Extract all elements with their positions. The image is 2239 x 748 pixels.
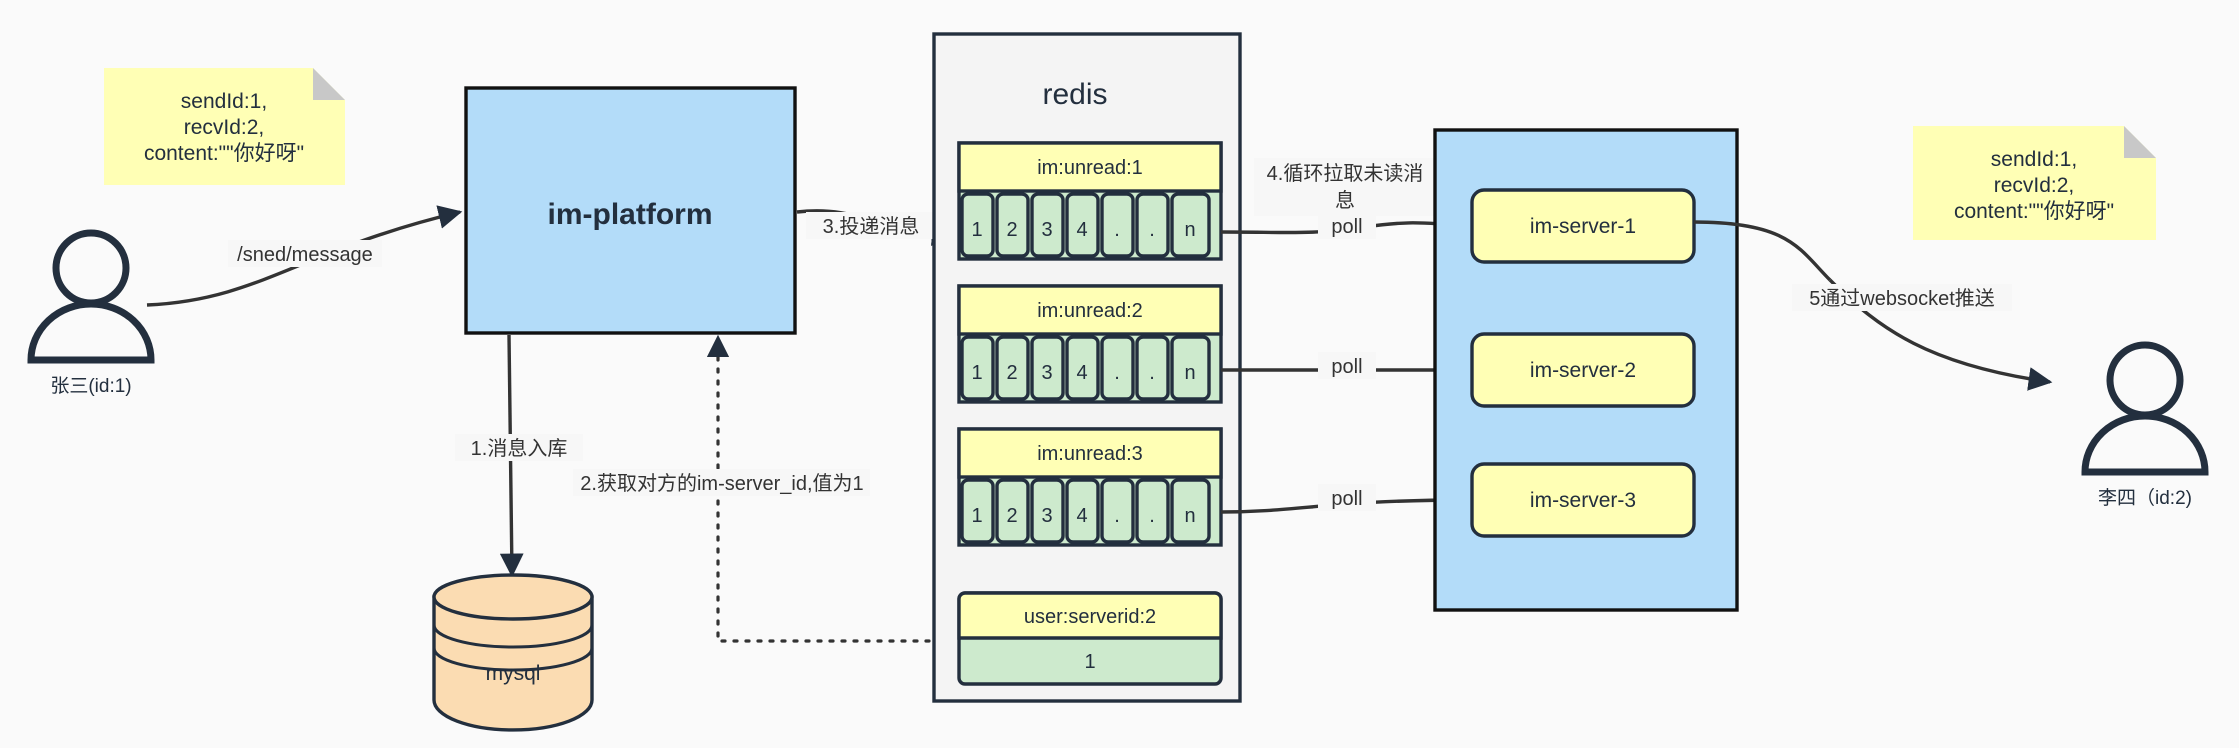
edge-poll-3: poll <box>1220 484 1471 514</box>
redis-key-1[interactable]: im:unread:2 1 2 3 4 . . n <box>957 284 1223 404</box>
node-im-server-1-label: im-server-1 <box>1530 215 1636 238</box>
node-redis-label: redis <box>1042 78 1107 111</box>
edge-step5-label: 5通过websocket推送 <box>1809 287 1995 310</box>
redis-key-0[interactable]: im:unread:1 1 2 3 4 . . n <box>957 141 1223 261</box>
message-payload-note-right: sendId:1, recvId:2, content:""你好呀" <box>1913 126 2156 240</box>
redis-key-2-cell-3: 4 <box>1076 505 1087 527</box>
edge-step1: 1.消息入库 <box>455 334 583 578</box>
redis-key-3[interactable]: user:serverid:2 1 <box>957 591 1223 686</box>
redis-key-1-cell-5: . <box>1149 362 1155 384</box>
edge-step1-label: 1.消息入库 <box>471 437 568 460</box>
node-mysql[interactable]: mysql <box>432 573 594 732</box>
redis-key-2[interactable]: im:unread:3 1 2 3 4 . . n <box>957 427 1223 547</box>
edge-step3-label: 3.投递消息 <box>823 215 920 238</box>
edge-send-message: /sned/message <box>146 205 463 307</box>
redis-key-0-cells: 1 2 3 4 . . n <box>960 192 1211 258</box>
redis-key-3-cell-0: 1 <box>1084 651 1095 673</box>
edge-step2-label: 2.获取对方的im-server_id,值为1 <box>580 472 863 495</box>
redis-key-2-cell-1: 2 <box>1006 505 1017 527</box>
node-im-server-2[interactable]: im-server-2 <box>1470 332 1696 408</box>
redis-key-2-cell-4: . <box>1114 505 1120 527</box>
redis-key-2-cell-0: 1 <box>971 505 982 527</box>
redis-key-0-cell-5: . <box>1149 219 1155 241</box>
redis-key-1-cell-4: . <box>1114 362 1120 384</box>
actor-receiver-label: 李四（id:2) <box>2098 487 2192 509</box>
redis-key-1-cells: 1 2 3 4 . . n <box>960 335 1211 401</box>
edge-poll-3-label: poll <box>1331 488 1362 510</box>
actor-sender-label: 张三(id:1) <box>50 375 131 397</box>
actor-sender[interactable]: 张三(id:1) <box>27 229 155 397</box>
node-im-server-3-label: im-server-3 <box>1530 489 1636 512</box>
redis-key-3-label: user:serverid:2 <box>1024 606 1156 628</box>
redis-key-2-cell-6: n <box>1184 505 1195 527</box>
redis-key-2-cells: 1 2 3 4 . . n <box>960 478 1211 544</box>
redis-key-1-label: im:unread:2 <box>1037 300 1143 322</box>
message-payload-note-left: sendId:1, recvId:2, content:""你好呀" <box>104 68 345 185</box>
edge-send-message-label: /sned/message <box>237 244 373 266</box>
node-mysql-label: mysql <box>486 662 541 685</box>
redis-key-0-cell-1: 2 <box>1006 219 1017 241</box>
redis-key-1-cell-2: 3 <box>1041 362 1052 384</box>
edge-step4-label-line1: 4.循环拉取未读消 <box>1267 162 1424 185</box>
edge-step2: 2.获取对方的im-server_id,值为1 <box>573 334 955 643</box>
redis-key-1-cell-3: 4 <box>1076 362 1087 384</box>
note-right-line-2: recvId:2, <box>1994 174 2075 197</box>
redis-key-0-cell-4: . <box>1114 219 1120 241</box>
redis-key-0-cell-6: n <box>1184 219 1195 241</box>
redis-key-2-label: im:unread:3 <box>1037 443 1143 465</box>
note-left-line-2: recvId:2, <box>184 116 265 139</box>
actor-receiver[interactable]: 李四（id:2) <box>2081 341 2209 509</box>
redis-key-1-cell-6: n <box>1184 362 1195 384</box>
edge-step4-label-line2: 息 <box>1335 189 1355 212</box>
node-im-server-2-label: im-server-2 <box>1530 359 1636 382</box>
node-im-platform-label: im-platform <box>548 198 713 231</box>
redis-key-0-label: im:unread:1 <box>1037 157 1143 179</box>
note-left-line-1: sendId:1, <box>181 90 267 113</box>
edge-poll-2-label: poll <box>1331 356 1362 378</box>
redis-key-2-cell-5: . <box>1149 505 1155 527</box>
note-right-line-3: content:""你好呀" <box>1954 200 2114 223</box>
redis-key-2-cell-2: 3 <box>1041 505 1052 527</box>
redis-key-1-cell-1: 2 <box>1006 362 1017 384</box>
edge-poll-1-label: poll <box>1331 216 1362 238</box>
redis-key-0-cell-0: 1 <box>971 219 982 241</box>
edge-poll-2: poll <box>1221 352 1471 382</box>
node-im-server-1[interactable]: im-server-1 <box>1470 188 1696 264</box>
redis-key-0-cell-3: 4 <box>1076 219 1087 241</box>
redis-key-1-cell-0: 1 <box>971 362 982 384</box>
note-left-line-3: content:""你好呀" <box>144 142 304 165</box>
edge-step5: 5通过websocket推送 <box>1693 220 2053 391</box>
note-right-line-1: sendId:1, <box>1991 148 2077 171</box>
edge-step3: 3.投递消息 <box>796 209 956 247</box>
node-im-platform[interactable]: im-platform <box>464 86 797 335</box>
redis-key-0-cell-2: 3 <box>1041 219 1052 241</box>
node-im-server-3[interactable]: im-server-3 <box>1470 462 1696 538</box>
